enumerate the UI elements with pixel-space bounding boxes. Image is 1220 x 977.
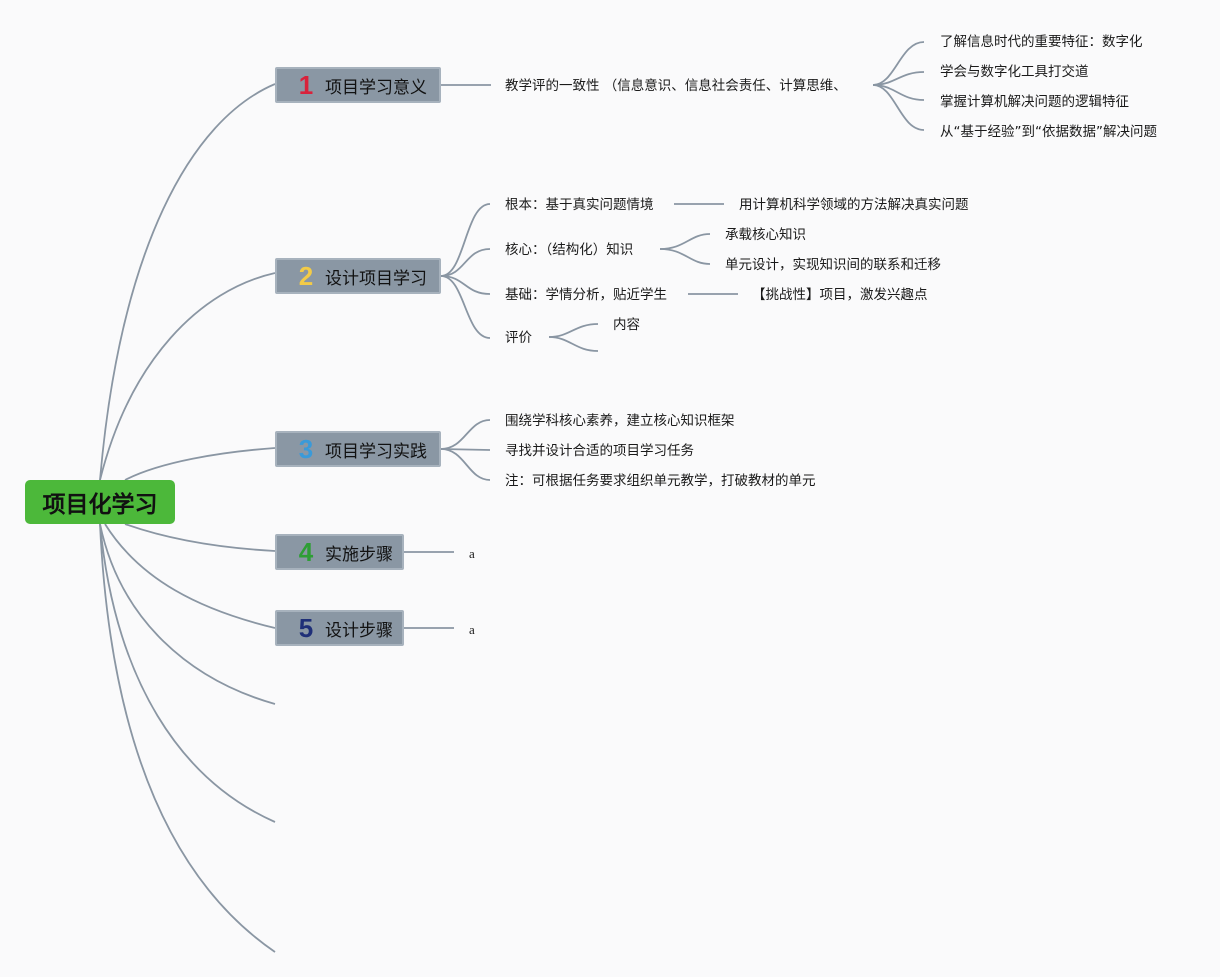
branch-1[interactable]: 1 项目学习意义: [275, 67, 441, 103]
b3-child-1[interactable]: 围绕学科核心素养，建立核心知识框架: [505, 413, 735, 429]
b4-child[interactable]: a: [469, 546, 475, 561]
b1-gc-3[interactable]: 掌握计算机解决问题的逻辑特征: [940, 94, 1129, 110]
b2-child-3[interactable]: 基础：学情分析，贴近学生: [505, 287, 667, 303]
link-b2-c4: [440, 275, 491, 339]
b2-child-2[interactable]: 核心：（结构化）知识: [505, 242, 634, 258]
link-b2-c2-sub1: [659, 233, 711, 250]
root-label: 项目化学习: [42, 492, 158, 518]
branch-label: 项目学习意义: [325, 77, 427, 98]
branch-4[interactable]: 4 实施步骤: [275, 534, 404, 570]
link-root-b2: [99, 272, 276, 481]
branch-label: 设计项目学习: [325, 268, 427, 289]
root-topic[interactable]: 项目化学习: [25, 480, 175, 524]
link-b2-c2: [440, 248, 491, 277]
b3-child-3[interactable]: 注：可根据任务要求组织单元教学，打破教材的单元: [505, 473, 816, 489]
link-b2-c2-sub2: [659, 248, 711, 265]
b2-child-3-sub-1[interactable]: 【挑战性】项目，激发兴趣点: [752, 287, 928, 303]
b1-gc-2[interactable]: 学会与数字化工具打交道: [940, 64, 1089, 80]
branch-label: 项目学习实践: [325, 441, 427, 462]
b1-child[interactable]: 教学评的一致性 （信息意识、信息社会责任、计算思维、: [505, 78, 847, 94]
link-b3-c3: [440, 448, 491, 481]
number-4-icon: 4: [298, 536, 314, 567]
b1-gc-4[interactable]: 从“基于经验”到“依据数据”解决问题: [940, 124, 1157, 140]
number-5-icon: 5: [298, 612, 314, 643]
b2-child-1-sub-1[interactable]: 用计算机科学领域的方法解决真实问题: [739, 197, 969, 213]
branch-2[interactable]: 2 设计项目学习: [275, 258, 441, 294]
b2-child-4[interactable]: 评价: [505, 330, 532, 346]
link-root-empty-1: [99, 523, 276, 705]
branch-label: 实施步骤: [325, 544, 393, 565]
link-b2-c1: [440, 203, 491, 277]
link-root-empty-2: [99, 523, 276, 823]
b1-gc-1[interactable]: 了解信息时代的重要特征：数字化: [940, 34, 1143, 50]
link-root-b5: [104, 523, 276, 629]
link-root-b4: [124, 523, 276, 552]
b2-child-4-sub-1[interactable]: 内容: [613, 317, 640, 333]
b2-child-2-sub-2[interactable]: 单元设计，实现知识间的联系和迁移: [725, 257, 941, 273]
link-b2-c4-sub2: [548, 336, 599, 352]
link-b1-gc4: [872, 84, 925, 131]
branch-5[interactable]: 5 设计步骤: [275, 610, 404, 646]
branch-label: 设计步骤: [325, 620, 393, 641]
link-root-b1: [99, 83, 276, 481]
number-1-icon: 1: [298, 69, 314, 100]
b5-child[interactable]: a: [469, 622, 475, 637]
link-b3-c1: [440, 419, 491, 450]
number-3-icon: 3: [298, 433, 314, 464]
b3-child-2[interactable]: 寻找并设计合适的项目学习任务: [505, 443, 694, 459]
b2-child-2-sub-1[interactable]: 承载核心知识: [725, 227, 806, 243]
link-b2-c4-sub1: [548, 323, 599, 338]
branch-3[interactable]: 3 项目学习实践: [275, 431, 441, 467]
link-root-empty-3: [99, 523, 276, 953]
link-b3-c2: [440, 448, 491, 451]
number-2-icon: 2: [298, 260, 314, 291]
link-root-b3: [124, 447, 276, 481]
b2-child-1[interactable]: 根本：基于真实问题情境: [505, 197, 654, 213]
